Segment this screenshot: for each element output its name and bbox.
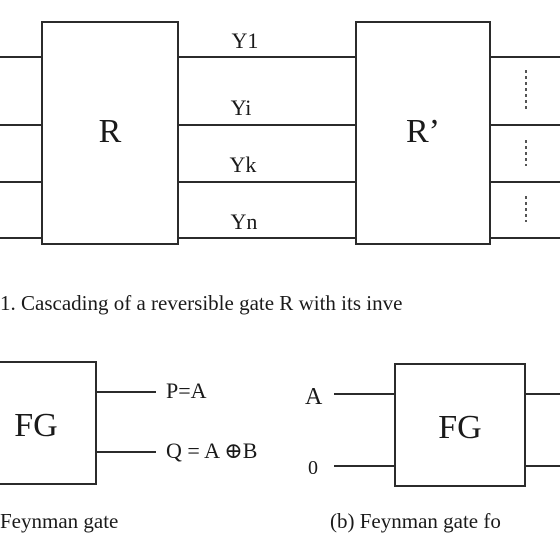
wire-label-yi: Yi: [231, 95, 252, 120]
wire-label-yk: Yk: [230, 152, 257, 177]
fg-label-right: FG: [438, 409, 481, 446]
wire-label-yn: Yn: [231, 209, 258, 234]
cascade-figure: R Y1 Yi Yk Yn R’ 1. Cascading of a rever…: [0, 21, 560, 315]
fg-label-left: FG: [14, 407, 57, 444]
fg-box-right: [394, 363, 526, 487]
figure-caption-cascade: 1. Cascading of a reversible gate R with…: [0, 291, 402, 315]
fg-box-left: [0, 361, 97, 485]
fg-input-zero-label: 0: [308, 457, 318, 479]
feynman-gate-figure-b: A 0 FG (b) Feynman gate fo: [305, 363, 560, 533]
fg-output-q-label: Q = A ⊕B: [166, 438, 257, 463]
feynman-gate-figure-a: FG P=A Q = A ⊕B Feynman gate: [0, 361, 257, 533]
wire-label-y1: Y1: [232, 28, 259, 53]
gate-r-label: R: [99, 113, 122, 150]
gate-r-prime-label: R’: [406, 113, 440, 150]
figure-caption-feynman-b: (b) Feynman gate fo: [330, 509, 501, 533]
gate-r-box: [41, 21, 179, 245]
gate-r-prime-box: [355, 21, 491, 245]
figure-caption-feynman-a: Feynman gate: [0, 509, 118, 533]
fg-input-a-label: A: [305, 384, 323, 410]
fg-output-p-label: P=A: [166, 378, 207, 403]
